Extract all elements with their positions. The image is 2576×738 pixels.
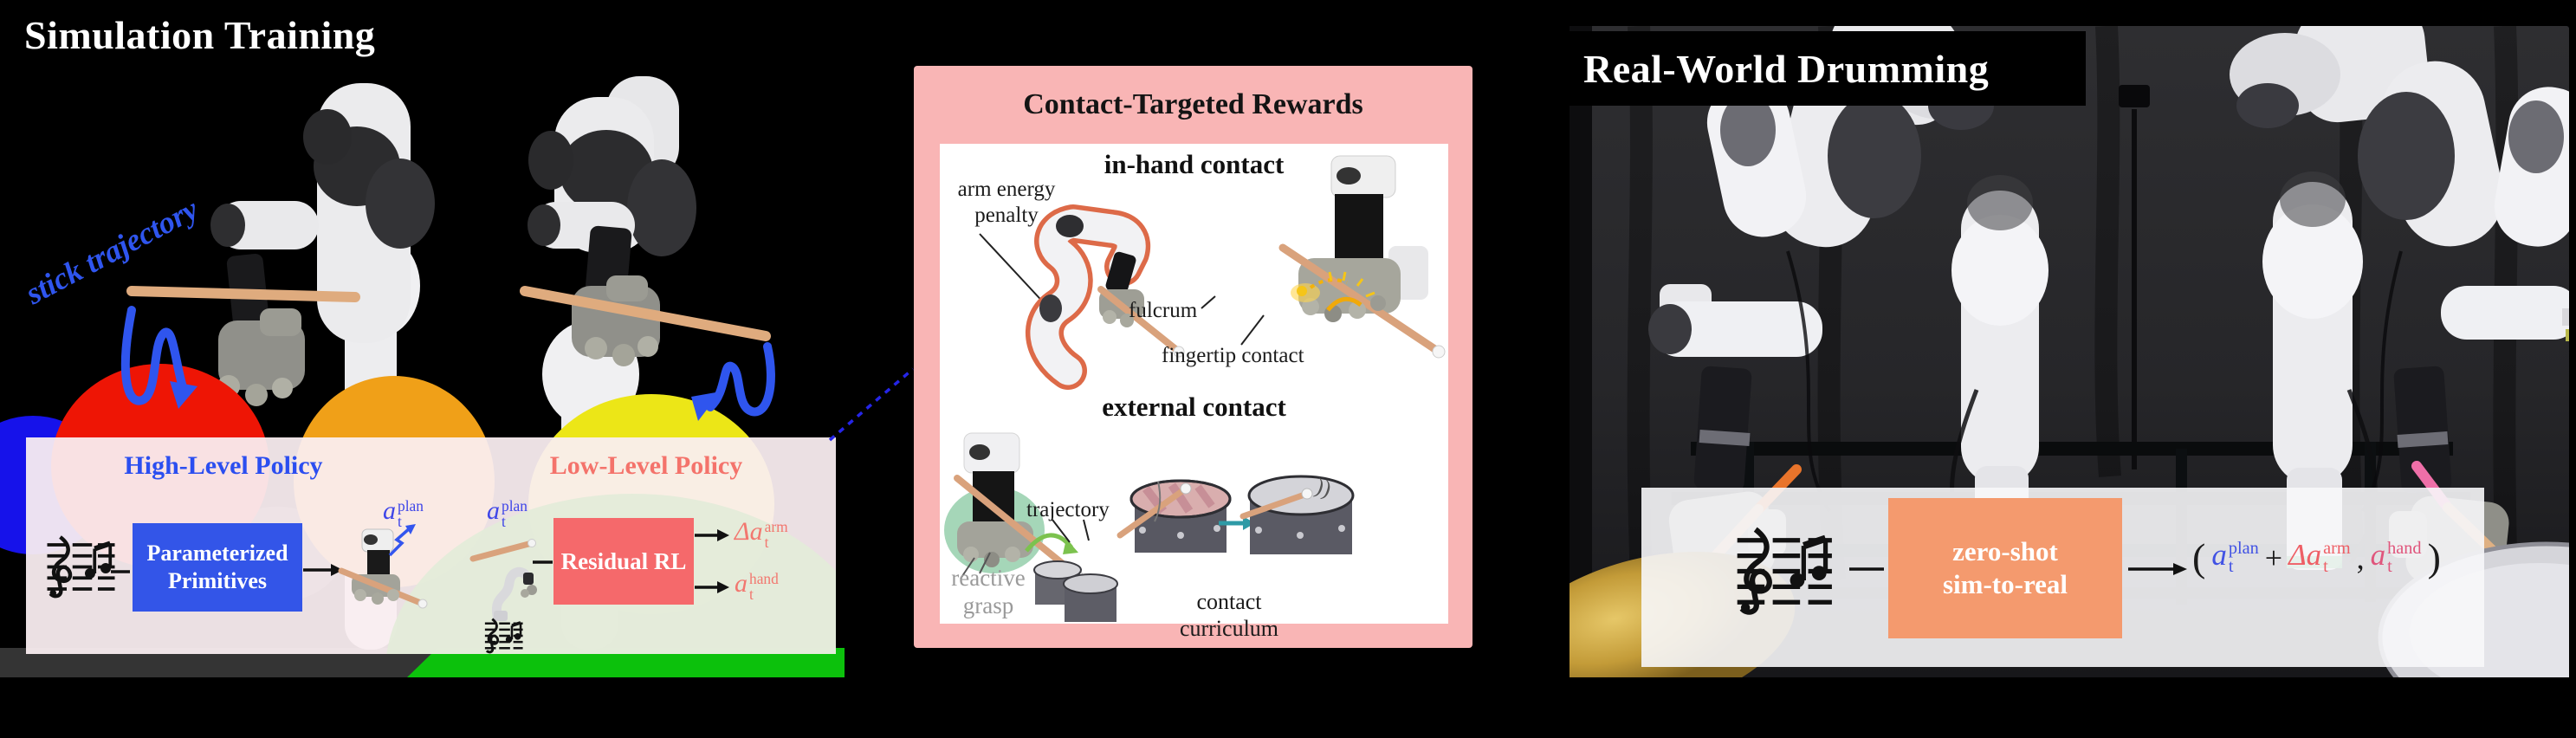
parameterized-primitives-box: Parameterized Primitives [133, 523, 302, 612]
gripper-stick-icon [338, 524, 428, 609]
sim-robot-left-icon [126, 83, 435, 650]
contact-curriculum-label: contact curriculum [1179, 589, 1279, 641]
contact-rewards-panel: Contact-Targeted Rewards in-hand contact… [914, 66, 1472, 648]
trajectory-arrow-icon [120, 306, 197, 409]
contact-curriculum-icon: )) [1116, 473, 1355, 554]
green-floor [407, 648, 845, 677]
low-level-policy-title: Low-Level Policy [549, 451, 743, 480]
reactive-grasp-icon [944, 432, 1118, 622]
rewards-illustrations: )) [944, 155, 1446, 622]
pointer-line [1052, 519, 1071, 543]
external-contact-title: external contact [1102, 392, 1286, 422]
trajectory-arrow-icon [691, 342, 775, 421]
real-world-title: Real-World Drumming [1583, 46, 1990, 91]
high-level-policy-title: High-Level Policy [124, 451, 323, 480]
trajectory-label: trajectory [1026, 498, 1110, 521]
residual-rl-box: Residual RL [553, 518, 694, 605]
zero-shot-box: zero-shot sim-to-real [1888, 498, 2122, 638]
music-score-icon [47, 535, 115, 599]
pointer-line [979, 552, 991, 574]
pointer-line [979, 233, 1050, 309]
arrow-right-icon [1849, 563, 2187, 575]
robot-arm-mini-icon [491, 566, 537, 621]
arm-energy-robot-icon [1026, 204, 1185, 390]
arm-energy-penalty-label: arm energy penalty [957, 178, 1056, 227]
drumstick-icon [126, 286, 360, 302]
pointer-line [1201, 295, 1216, 309]
drumstick-icon [469, 539, 536, 562]
drumstick-icon [520, 286, 771, 341]
fulcrum-gripper-icon [1278, 155, 1446, 359]
pointer-line [1083, 519, 1090, 541]
music-score-icon [1737, 527, 1832, 615]
fingertip-contact-label: fingertip contact [1162, 344, 1304, 367]
rewards-panel-title: Contact-Targeted Rewards [1023, 88, 1363, 120]
rewards-inner-box: in-hand contact arm energy penalty [940, 144, 1448, 641]
simulation-panel: stick trajectory Simulation Training [0, 0, 845, 677]
music-score-icon [484, 618, 523, 654]
in-hand-contact-title: in-hand contact [1104, 149, 1285, 179]
policy-diagram-overlay: High-Level Policy Low-Level Policy Param… [26, 437, 836, 654]
pointer-line [960, 557, 975, 579]
overlay-graphics [1737, 527, 2187, 615]
simulation-title: Simulation Training [24, 13, 376, 57]
real-world-title-band: Real-World Drumming [1570, 31, 2086, 106]
reactive-grasp-label: reactive grasp [951, 565, 1026, 618]
camera-tripod-icon [2119, 85, 2150, 469]
fulcrum-label: fulcrum [1129, 299, 1198, 322]
pointer-line [1240, 314, 1265, 346]
arrow-right-icon [111, 529, 729, 593]
